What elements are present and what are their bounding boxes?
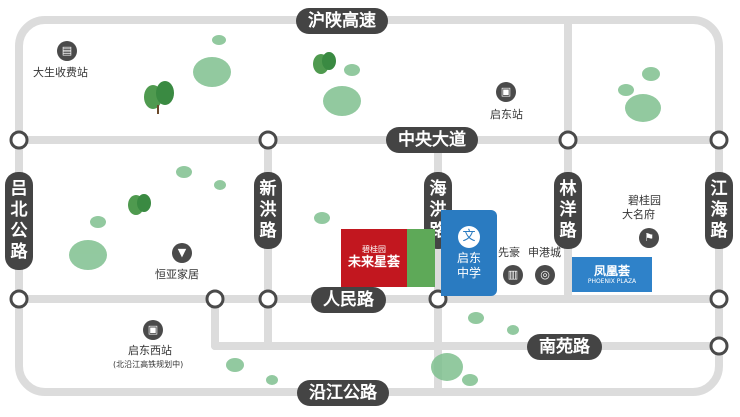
tree-cluster-north [144,81,174,114]
poi-label-dasheng-toll: 大生收费站 [33,66,88,79]
poi-sublabel-qidong-west: (北沿江高铁规划中) [113,360,184,369]
train-icon: ▣ [143,320,163,340]
mall-icon: ◎ [535,265,555,285]
highlight-phoenix-plaza: 凤凰荟 PHOENIX PLAZA [572,257,652,292]
tree-clusters [128,52,336,215]
poi-label-damingfu: 大名府 [622,208,655,221]
wanke-brand-label: 碧桂园 [362,245,386,254]
poi-label-qidong-station: 启东站 [490,108,523,121]
toll-booth-icon: ▤ [57,41,77,61]
tree-decorations [69,35,661,386]
road-label-renmin-road: 人民路 [311,287,386,313]
green-park-strip [407,229,435,287]
road-label-linyang-road: 林洋路 [554,172,582,249]
shopping-cart-icon: ▼ [172,243,192,263]
wanke-project-name: 未来星荟 [347,255,400,270]
phoenix-name-en: PHOENIX PLAZA [587,277,637,285]
intersections [9,130,729,356]
school-name-line1: 启东 [456,250,481,265]
tree-cluster-east [313,52,336,74]
road-label-hushan-expressway: 沪陕高速 [296,8,388,34]
poi-label-xianhao: 先豪 [498,246,520,259]
poi-label-hengya-home: 恒亚家居 [155,268,199,281]
train-icon: ▣ [496,82,516,102]
highlight-future-star-block: 碧桂园 未来星荟 [341,229,407,287]
school-name-line2: 中学 [456,265,481,280]
poi-label-biguiyuan: 碧桂园 [628,194,661,207]
road-label-xinhong-road: 新洪路 [254,172,282,249]
poi-label-qidong-west-station: 启东西站 [128,344,172,357]
road-label-lvbei-road: 吕北公路 [5,172,33,270]
road-network [15,16,723,396]
poi-label-shengang-city: 申港城 [528,246,561,259]
building-icon: ▥ [503,265,523,285]
road-label-jianghai-road: 江海路 [705,172,733,249]
culture-badge-icon: 文 [458,225,480,248]
tree-cluster-west [128,194,151,215]
road-label-nanyuan-road: 南苑路 [527,334,602,360]
phoenix-name-cn: 凤凰荟 [593,263,630,278]
road-label-yanjiang-road: 沿江公路 [297,380,389,406]
highlight-qidong-middle-school: 文 启东 中学 [441,210,497,296]
road-label-zhongyang-avenue: 中央大道 [386,127,478,153]
flag-icon: ⚑ [639,228,659,248]
